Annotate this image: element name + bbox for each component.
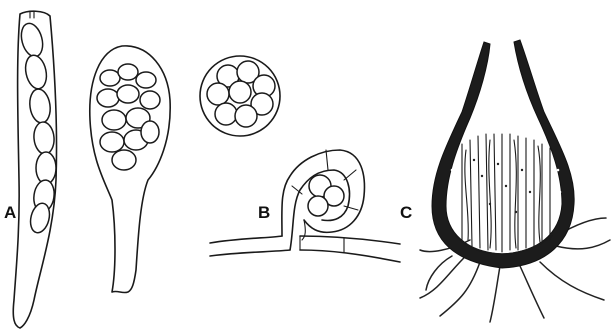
asci-bundle bbox=[456, 134, 552, 254]
ascogenous-hypha bbox=[210, 150, 400, 262]
ascus-globose bbox=[200, 56, 280, 136]
panel-label-a: A bbox=[4, 203, 16, 222]
panel-label-b: B bbox=[258, 203, 270, 222]
ascus-initial-spores bbox=[308, 175, 344, 216]
ascus-long bbox=[13, 11, 56, 328]
perithecium bbox=[420, 40, 610, 322]
ascospores-globose bbox=[207, 61, 275, 127]
panel-label-c: C bbox=[400, 203, 412, 222]
ascospores-clavate bbox=[97, 64, 160, 170]
ascus-clavate bbox=[90, 46, 170, 293]
ascospores-a bbox=[18, 21, 56, 235]
